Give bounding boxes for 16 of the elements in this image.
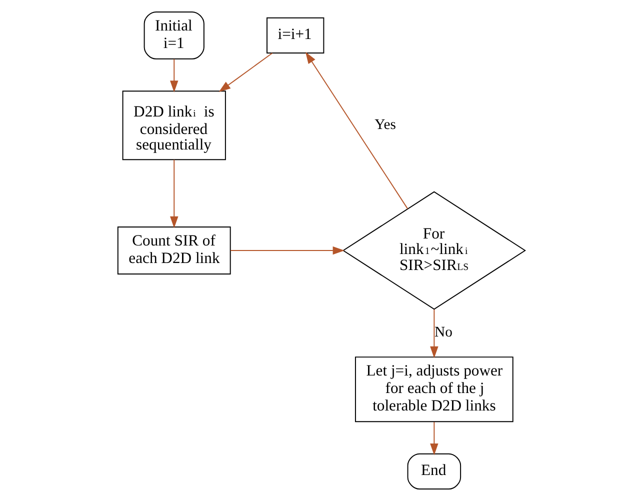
arrow xyxy=(430,422,438,456)
arrow xyxy=(170,159,178,228)
arrow xyxy=(170,58,178,92)
node-box: Count SIR of each D2D link xyxy=(117,226,231,274)
node-diamond: For link1~linki SIR>SIRLS xyxy=(342,191,526,310)
node-box: Let j=i, adjusts power for each of the j tolerable D2D links xyxy=(354,356,514,422)
edge-label: No xyxy=(434,324,452,341)
node-box: Initial i=1 xyxy=(144,11,204,60)
node-box: End xyxy=(407,453,462,490)
edge-label: Yes xyxy=(374,116,396,133)
arrow xyxy=(218,52,273,92)
node-box: D2D linki is considered sequentially xyxy=(122,90,226,160)
node-box: i=i+1 xyxy=(266,17,324,54)
arrow xyxy=(305,52,408,210)
arrow xyxy=(230,246,345,255)
arrow xyxy=(430,309,438,358)
